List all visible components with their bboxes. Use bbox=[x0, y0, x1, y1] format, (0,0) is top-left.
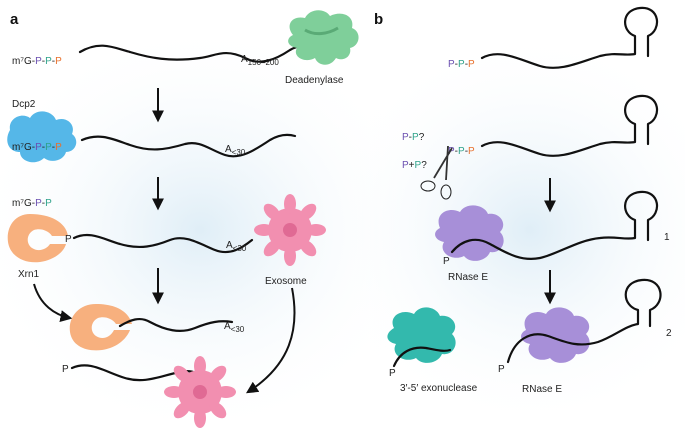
b-row4-phosphate-right: P bbox=[498, 364, 505, 375]
b-step-number-1: 1 bbox=[664, 232, 670, 243]
deadenylase-protein bbox=[288, 10, 359, 65]
b-mrna-strand-1 bbox=[480, 6, 658, 69]
mrna-strand-3 bbox=[72, 233, 254, 254]
xrn1-protein-bound bbox=[69, 304, 132, 351]
dcp2-protein bbox=[7, 111, 77, 163]
phosphate-2: P bbox=[45, 56, 52, 67]
phosphate-1: P bbox=[35, 56, 42, 67]
dcp2-label: Dcp2 bbox=[12, 99, 36, 110]
phosphate-3: P bbox=[55, 56, 62, 67]
panel-b-letter: b bbox=[374, 11, 383, 28]
poly-a-tail-label-1: A150–200 bbox=[241, 54, 279, 67]
b-row4-rnase-label: RNase E bbox=[522, 384, 562, 395]
xrn1-protein bbox=[7, 214, 69, 263]
b-row4-phosphate-left: P bbox=[389, 368, 396, 379]
exonuclease-label: 3′-5′ exonuclease bbox=[400, 383, 478, 394]
b-row2-phosphates: P-P-P bbox=[448, 146, 475, 157]
row5-phosphate-end: P bbox=[62, 364, 69, 375]
b-row1-phosphates: P-P-P bbox=[448, 59, 475, 70]
b-row3-phosphate-end: P bbox=[443, 256, 450, 267]
background-glow-a bbox=[0, 20, 430, 440]
mrna-strand-1 bbox=[78, 44, 320, 63]
exosome-label: Exosome bbox=[265, 276, 307, 287]
exonuclease-protein bbox=[387, 307, 456, 363]
deadenylase-label: Deadenylase bbox=[285, 75, 344, 86]
row3-phosphate-end: P bbox=[65, 234, 72, 245]
b-mrna-strand-3 bbox=[450, 190, 658, 260]
poly-a-tail-label-4: A<30 bbox=[224, 321, 245, 334]
rnase-e-protein bbox=[435, 205, 504, 261]
pp-question-label: P-P? bbox=[402, 132, 425, 143]
b-step-number-2: 2 bbox=[666, 328, 672, 339]
exosome-protein bbox=[254, 194, 326, 266]
poly-a-tail-label-3: A<30 bbox=[226, 240, 247, 253]
exosome-protein-bound bbox=[164, 356, 236, 428]
panel-a-letter: a bbox=[10, 11, 19, 28]
xrn1-label: Xrn1 bbox=[18, 269, 40, 280]
b-mrna-strand-2 bbox=[480, 94, 658, 157]
b-mrna-strand-4 bbox=[506, 278, 662, 364]
exosome-to-complex-arrow bbox=[245, 287, 296, 394]
poly-a-tail-label-2: A<30 bbox=[225, 144, 246, 157]
b-mrna-fragment bbox=[392, 346, 452, 368]
row1-cap-label: m⁷G-P-P-P bbox=[12, 56, 62, 67]
b-row3-rnase-label: RNase E bbox=[448, 272, 488, 283]
mrna-strand-4 bbox=[118, 317, 234, 332]
rnase-e-protein-bound bbox=[521, 307, 590, 363]
xrn1-to-complex-arrow bbox=[33, 283, 73, 322]
mrna-strand-2 bbox=[80, 133, 297, 158]
row3-cap-label: m⁷G-P-P bbox=[12, 198, 52, 209]
scissors-icon bbox=[420, 145, 453, 200]
p-plus-p-question-label: P+P? bbox=[402, 160, 427, 171]
row2-cap-label: m⁷G-P-P-P bbox=[12, 142, 62, 153]
